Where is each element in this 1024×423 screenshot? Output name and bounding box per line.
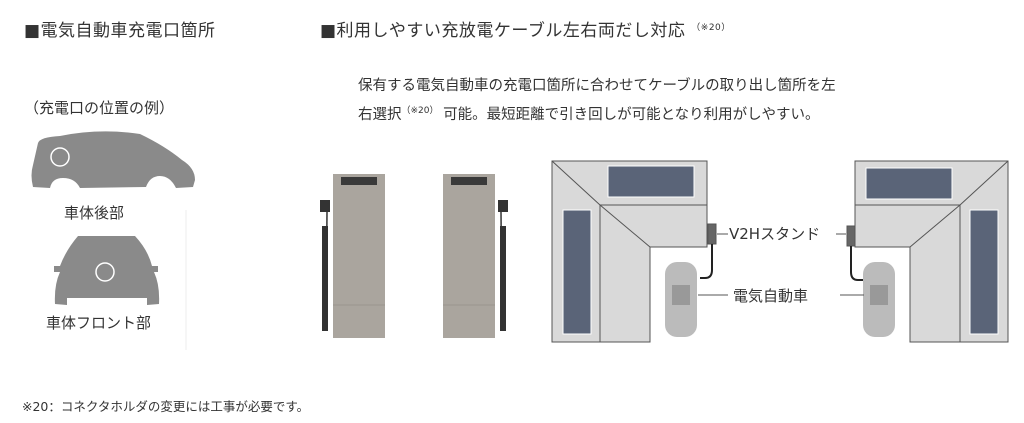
house-left-plan (551, 160, 728, 343)
description-line-2: 右選択（※20） 可能。最短距離で引き回しが可能となり利用がしやすい。 (358, 99, 836, 128)
ev-right-icon (863, 262, 895, 337)
car-front-icon (54, 236, 160, 305)
v2h-stand-label: V2Hスタンド (729, 225, 821, 243)
v2h-charger-right-cable (443, 174, 508, 338)
cable-description: 保有する電気自動車の充電口箇所に合わせてケーブルの取り出し箇所を左 右選択（※2… (358, 74, 836, 128)
car-rear-side-icon (31, 131, 195, 188)
cable-heading-text: ■利用しやすい充放電ケーブル左右両だし対応 (320, 21, 686, 41)
rear-body-label: 車体後部 (64, 204, 125, 222)
charge-port-example-caption: （充電口の位置の例） (24, 99, 175, 117)
charge-port-heading: ■電気自動車充電口箇所 (24, 21, 216, 41)
v2h-charger-left-cable (320, 174, 385, 338)
cable-both-sides-heading: ■利用しやすい充放電ケーブル左右両だし対応 （※20） (320, 16, 731, 41)
front-body-label: 車体フロント部 (46, 314, 152, 332)
description-line-1: 保有する電気自動車の充電口箇所に合わせてケーブルの取り出し箇所を左 (358, 78, 836, 94)
house-right-plan (836, 160, 1009, 343)
description-note: （※20） (401, 106, 439, 116)
ev-label: 電気自動車 (733, 287, 809, 305)
description-line-2a: 右選択 (358, 107, 402, 123)
description-line-2b: 可能。最短距離で引き回しが可能となり利用がしやすい。 (443, 107, 820, 123)
footnote: ※20：コネクタホルダの変更には工事が必要です。 (22, 399, 310, 414)
cable-heading-note: （※20） (691, 23, 731, 33)
ev-left-icon (665, 262, 697, 337)
